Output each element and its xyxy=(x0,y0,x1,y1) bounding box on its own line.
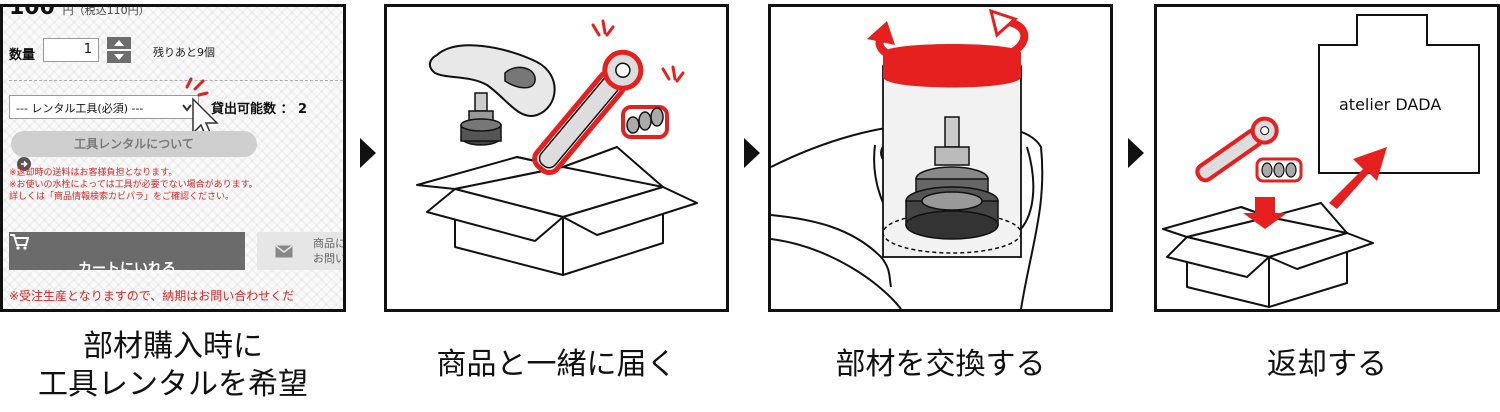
price: 100 円（税込110円） xyxy=(9,4,150,20)
socket-set-icon xyxy=(1255,157,1303,183)
rental-info-button[interactable]: 工具レンタルについて xyxy=(11,131,257,171)
rental-tool-select-value: --- レンタル工具(必須) --- xyxy=(16,102,144,115)
rental-notes: ※返却時の送料はお客様負担となります。 ※お使いの水栓によっては工具が必要でない… xyxy=(9,167,258,203)
arrow-circle-icon xyxy=(17,157,31,171)
atelier-dada-label: atelier DADA xyxy=(1339,95,1442,114)
add-to-cart-button[interactable]: カートにいれる xyxy=(9,232,245,277)
step3-caption: 部材を交換する xyxy=(768,346,1113,384)
available-count: 貸出可能数 ： 2 xyxy=(211,102,308,117)
quantity-input[interactable]: 1 xyxy=(43,38,99,62)
note-line: ※お使いの水栓によっては工具が必要でない場合があります。 xyxy=(9,180,258,190)
quantity-stepper[interactable] xyxy=(107,37,131,63)
step-arrow-icon xyxy=(744,138,760,168)
decrement-button[interactable] xyxy=(107,51,131,63)
step2-caption: 商品と一緒に届く xyxy=(384,346,729,384)
ratchet-wrench-icon xyxy=(1195,116,1279,183)
stock-text: 残りあと9個 xyxy=(153,46,215,59)
inquiry-label-line: お問い xyxy=(313,252,346,265)
arrow-down-icon xyxy=(1243,197,1287,229)
order-note: ※受注生産となりますので、納期はお問い合わせくだ xyxy=(9,289,295,303)
note-line: 詳しくは「商品情報検索カビパラ」をご確認ください。 xyxy=(9,192,235,202)
step1-panel: 100 円（税込110円） 数量 1 残りあと9個 --- レンタル工具(必須)… xyxy=(0,4,346,312)
caption-line: 工具レンタルを希望 xyxy=(38,367,308,402)
increment-button[interactable] xyxy=(107,37,131,49)
caption-line: 部材購入時に xyxy=(83,329,263,364)
rental-info-label: 工具レンタルについて xyxy=(74,137,194,151)
step3-panel xyxy=(768,4,1113,312)
box-icon xyxy=(416,146,698,276)
mail-icon xyxy=(275,245,293,258)
cartridge-icon xyxy=(460,92,502,146)
caption-line: 商品と一緒に届く xyxy=(436,347,677,382)
arrow-up-right-icon xyxy=(1329,147,1387,209)
price-value: 100 xyxy=(9,4,55,20)
caption-line: 部材を交換する xyxy=(835,347,1046,382)
note-line: ※返却時の送料はお客様負担となります。 xyxy=(9,168,178,178)
delivery-illustration xyxy=(416,19,698,276)
inquiry-button[interactable]: 商品に お問い xyxy=(257,232,346,270)
rotate-arrow-icon xyxy=(867,8,1029,88)
sparkle-icon xyxy=(591,19,685,83)
step4-caption: 返却する xyxy=(1154,346,1500,384)
price-suffix: 円（税込110円） xyxy=(62,4,150,17)
sparkle-icon xyxy=(185,77,209,97)
replace-illustration xyxy=(771,8,1044,309)
faucet-lever-icon xyxy=(429,44,556,118)
cartridge-icon xyxy=(905,116,999,240)
add-to-cart-label: カートにいれる xyxy=(78,261,176,277)
step-arrow-icon xyxy=(1128,138,1144,168)
inquiry-label-line: 商品に xyxy=(313,237,346,250)
ratchet-wrench-icon xyxy=(532,49,644,176)
building-icon xyxy=(1318,14,1480,174)
box-icon xyxy=(1162,202,1374,308)
socket-set-icon xyxy=(621,105,669,139)
rental-tool-select[interactable]: --- レンタル工具(必須) --- xyxy=(9,95,199,119)
divider xyxy=(9,80,343,81)
step2-panel xyxy=(384,4,729,312)
cart-icon xyxy=(10,234,29,250)
step-arrow-icon xyxy=(360,138,376,168)
return-illustration xyxy=(1162,14,1480,308)
step4-panel: atelier DADA xyxy=(1154,4,1500,312)
caption-line: 返却する xyxy=(1267,347,1387,382)
quantity-label: 数量 xyxy=(9,48,36,63)
chevron-down-icon xyxy=(182,104,192,112)
step1-caption: 部材購入時に 工具レンタルを希望 xyxy=(0,328,346,404)
